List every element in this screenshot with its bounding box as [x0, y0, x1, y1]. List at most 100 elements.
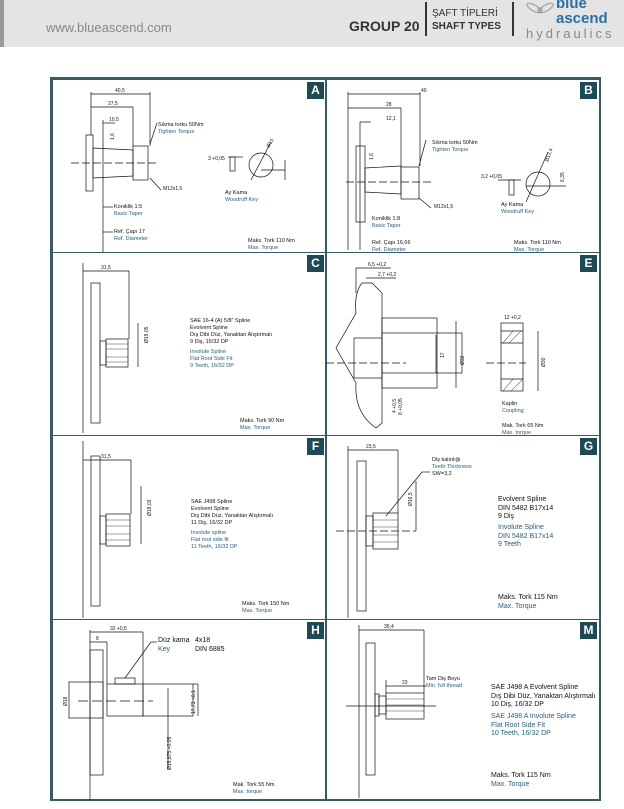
svg-text:31,5: 31,5 [101, 265, 111, 271]
svg-text:10,5: 10,5 [109, 117, 119, 123]
svg-text:Ø13: Ø13 [266, 138, 276, 149]
svg-text:32 +0,5: 32 +0,5 [110, 626, 127, 632]
shaft-m-drawing: 35,4 23 [346, 624, 436, 798]
svg-text:27,5: 27,5 [108, 101, 118, 107]
svg-text:3,2 +0,05: 3,2 +0,05 [481, 174, 502, 180]
title-en: SHAFT TYPES [432, 21, 501, 32]
svg-text:17: 17 [440, 352, 446, 358]
svg-text:40,5: 40,5 [115, 88, 125, 94]
svg-text:35,4: 35,4 [384, 624, 394, 630]
panel-label-m: M [580, 622, 597, 639]
svg-text:31,5: 31,5 [101, 454, 111, 460]
logo-propeller-icon [526, 2, 554, 14]
panel-label-f: F [307, 438, 324, 455]
logo-subtext: hydraulics [526, 26, 615, 41]
svg-text:Ø16,5: Ø16,5 [408, 492, 414, 506]
panel-label-a: A [307, 82, 324, 99]
svg-text:6,5 +0,2: 6,5 +0,2 [368, 262, 386, 268]
panel-label-g: G [580, 438, 597, 455]
svg-text:1,6: 1,6 [369, 153, 375, 160]
svg-text:17,73 +0,1: 17,73 +0,1 [191, 690, 197, 714]
divider [425, 2, 427, 36]
svg-text:12 +0,2: 12 +0,2 [504, 315, 521, 321]
svg-text:Ø19,05: Ø19,05 [144, 326, 150, 343]
title-tr: ŞAFT TİPLERİ [432, 8, 498, 19]
panel-label-c: C [307, 255, 324, 272]
panel-label-e: E [580, 255, 597, 272]
svg-text:28: 28 [386, 102, 392, 108]
svg-text:Ø30: Ø30 [541, 357, 547, 367]
group-number: GROUP 20 [349, 18, 420, 34]
svg-text:Ø12,4: Ø12,4 [544, 148, 554, 163]
svg-text:M12x1,5: M12x1,5 [163, 186, 182, 192]
svg-text:23: 23 [402, 680, 408, 686]
panel-label-h: H [307, 622, 324, 639]
svg-text:Ø15,875 +0,05: Ø15,875 +0,05 [167, 737, 173, 770]
svg-text:Ø18,03: Ø18,03 [147, 499, 153, 516]
svg-text:Ø18: Ø18 [63, 696, 69, 706]
svg-text:8: 8 [96, 636, 99, 642]
svg-text:6,35: 6,35 [560, 172, 566, 182]
page-header: www.blueascend.com GROUP 20 ŞAFT TİPLERİ… [0, 0, 624, 47]
website-link[interactable]: www.blueascend.com [46, 20, 172, 35]
svg-text:Ø32: Ø32 [460, 355, 466, 365]
panel-label-b: B [580, 82, 597, 99]
svg-text:12,1: 12,1 [386, 116, 396, 122]
svg-text:M12x1,5: M12x1,5 [434, 204, 453, 210]
svg-text:40: 40 [421, 88, 427, 94]
svg-text:2,7 +0,2: 2,7 +0,2 [378, 272, 396, 278]
divider [512, 2, 514, 36]
svg-text:23,5: 23,5 [366, 444, 376, 450]
svg-text:8 +0,05: 8 +0,05 [398, 398, 404, 415]
svg-text:4 +0,5: 4 +0,5 [392, 399, 398, 413]
svg-text:3 +0,05: 3 +0,05 [208, 156, 225, 162]
svg-text:1,6: 1,6 [110, 133, 116, 140]
